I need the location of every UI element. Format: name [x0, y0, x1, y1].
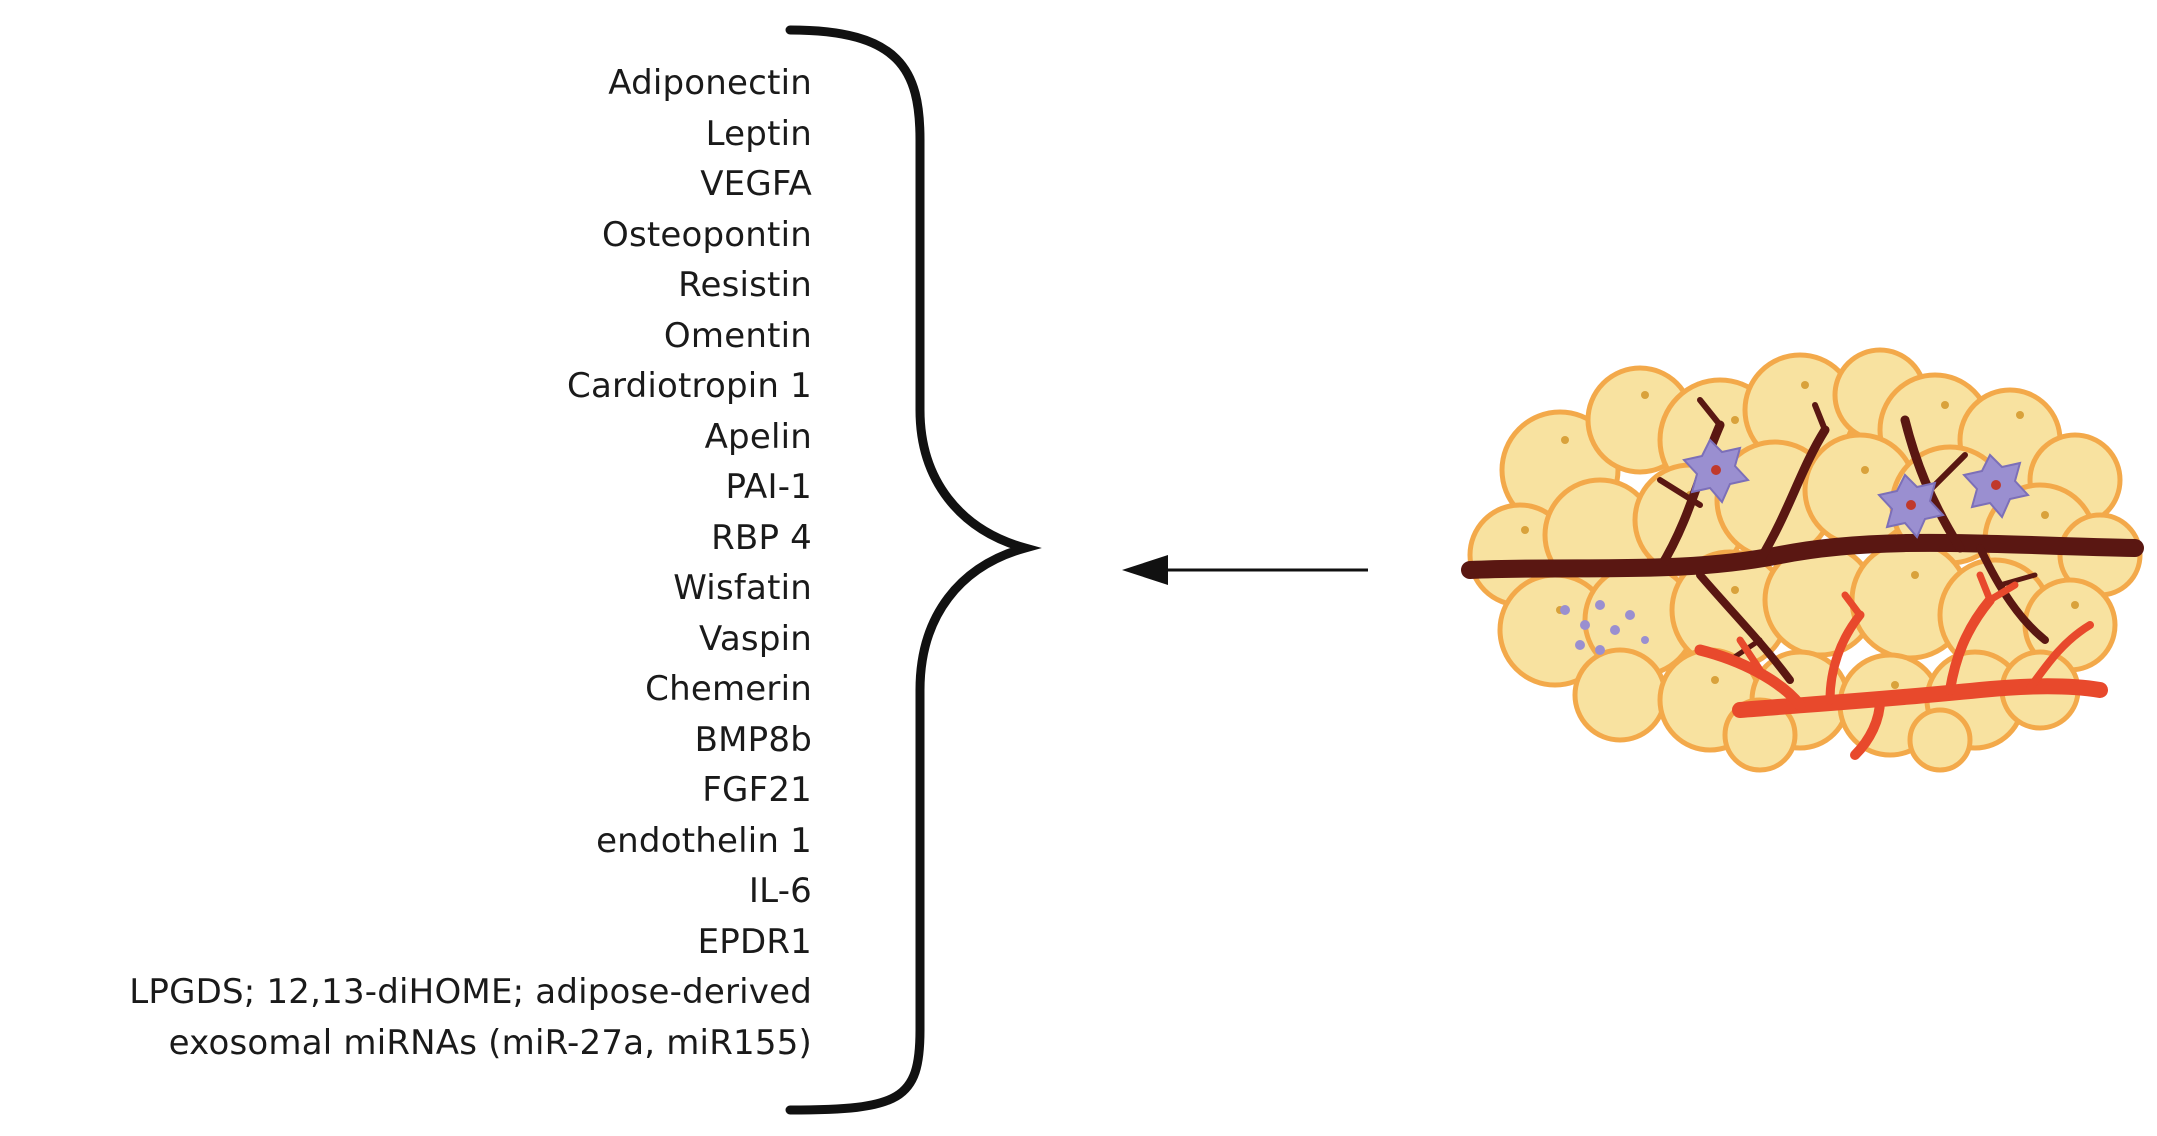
blood-vessel [1694, 571, 2108, 760]
factor-item: IL-6 [748, 871, 812, 911]
factor-item: Adiponectin [608, 63, 812, 103]
factor-item: Osteopontin [602, 214, 812, 255]
factor-item: EPDR1 [697, 921, 812, 962]
secreted-vesicles [1560, 600, 1649, 655]
left-arrow-icon [1122, 555, 1368, 585]
nerve-fiber [1461, 397, 2144, 684]
adipose-tissue-illustration [1461, 347, 2144, 773]
factor-item: Omentin [663, 315, 812, 356]
factor-item: endothelin 1 [596, 820, 812, 861]
factor-item: FGF21 [702, 770, 812, 810]
factor-item: Vaspin [699, 618, 812, 659]
factor-item: VEGFA [700, 164, 812, 204]
factor-item: Leptin [705, 113, 812, 154]
factor-item: Chemerin [645, 669, 812, 709]
right-curly-brace-icon [785, 25, 1042, 1115]
factor-item: RBP 4 [711, 517, 812, 558]
factor-item: PAI-1 [725, 467, 812, 507]
factor-item: LPGDS; 12,13-diHOME; adipose-derived [129, 972, 812, 1012]
factor-item: BMP8b [694, 719, 812, 760]
factor-item: Cardiotropin 1 [567, 366, 812, 406]
immune-cell-nuclei [1711, 465, 2001, 510]
factor-item: Wisfatin [673, 568, 812, 608]
factor-item: exosomal miRNAs (miR-27a, miR155) [168, 1022, 812, 1063]
factor-item: Apelin [704, 416, 812, 457]
secreted-factor-list: Adiponectin Leptin VEGFA Osteopontin Res… [12, 58, 812, 1068]
factor-item: Resistin [678, 265, 812, 305]
